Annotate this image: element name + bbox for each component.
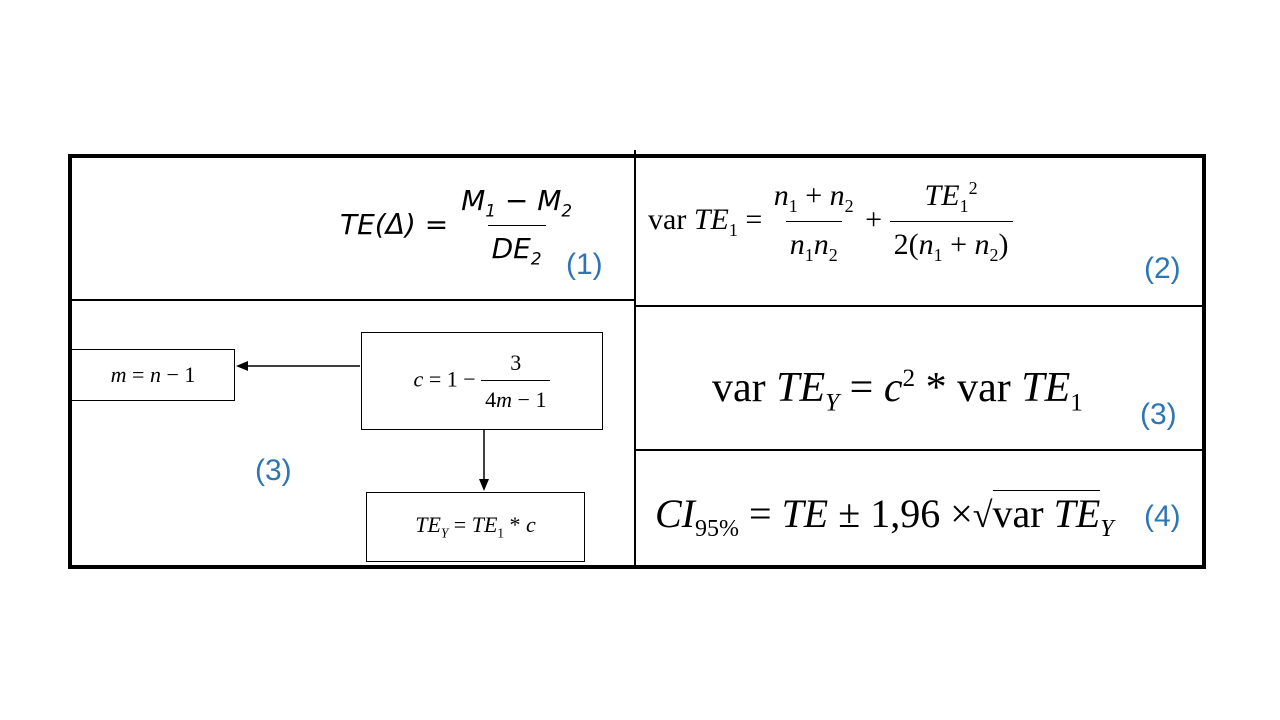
eq3-number-left: (3) [255,454,292,487]
eq1-number: (1) [566,248,603,281]
equation-3: var TEY = c2 * var TE1 [712,365,1083,417]
eq2-fraction-1: n1 + n2 n1n2 [773,178,854,265]
arrowhead-down [479,479,489,491]
equation-4: CI95% = TE ± 1,96 ×√var TEY [655,490,1114,542]
box-te: TEY = TE1 * c [366,492,585,562]
frame-right [1202,154,1206,569]
eq1-lhs: TE(Δ) = [340,208,449,242]
box-c: c = 1 − 3 4m − 1 [361,332,603,430]
equation-2: var TE1 = n1 + n2 n1n2 + TE12 2(n1 + n2) [648,178,1013,266]
arrowhead-left [236,361,248,371]
box-m: m = n − 1 [71,349,235,401]
eq2-fraction-2: TE12 2(n1 + n2) [889,178,1013,266]
divider-vertical [634,150,636,568]
divider-left-row [70,299,635,301]
eq4-number: (4) [1144,500,1181,533]
frame-top [68,154,1206,158]
frame-left [68,154,72,569]
frame-bottom [68,565,1206,569]
eq1-fraction: M1 − M2 DE2 [461,184,573,269]
equation-1: TE(Δ) = M1 − M2 DE2 [340,184,576,268]
eq3-number-right: (3) [1140,398,1177,431]
divider-right-row2 [635,449,1204,451]
divider-right-row1 [635,305,1204,307]
eq2-number: (2) [1144,252,1181,285]
